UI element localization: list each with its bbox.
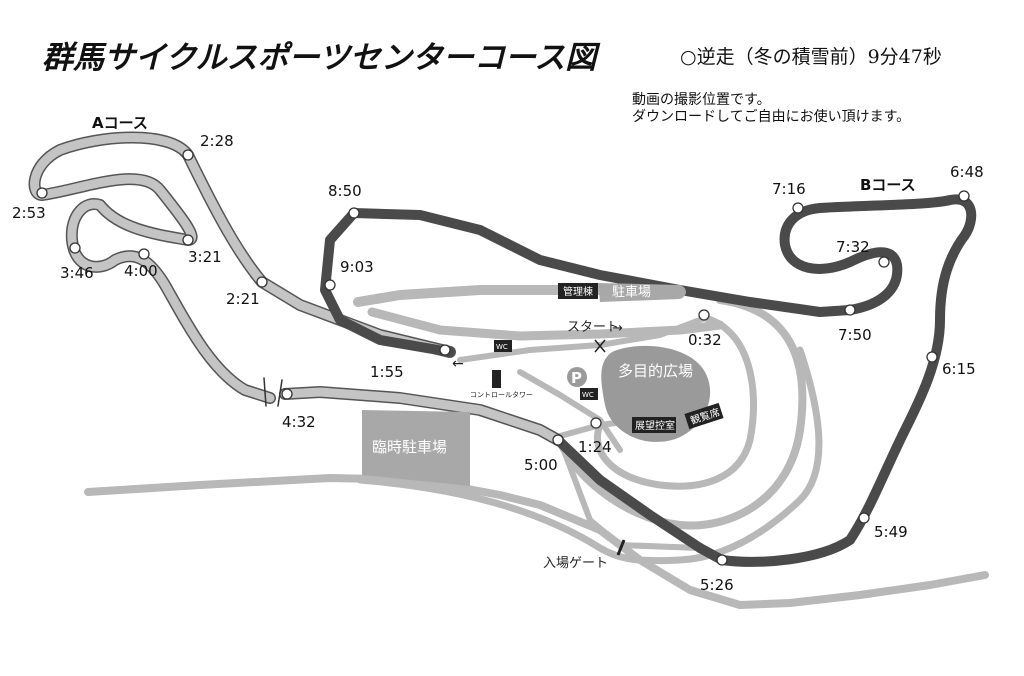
map-title: 群馬サイクルスポーツセンターコース図 — [42, 40, 597, 76]
outer-roads — [84, 285, 989, 609]
timestamp-0155: 1:55 — [370, 363, 404, 381]
temp-parking-label: 臨時駐車場 — [372, 438, 447, 456]
marker-0346 — [69, 242, 81, 254]
wc-box-1 — [494, 340, 512, 352]
a-course-return — [280, 387, 563, 445]
parking-mark: P — [571, 369, 582, 387]
observatory-label: 展望控室 — [635, 419, 675, 432]
marker-0526 — [716, 554, 728, 566]
management-box — [558, 283, 598, 299]
timestamp-labels: 0:32 1:24 1:55 2:21 2:28 2:53 3:21 3:46 … — [12, 132, 984, 594]
marker-0032 — [698, 309, 710, 321]
multipurpose-plaza — [601, 345, 711, 442]
wc-label-2: WC — [582, 391, 594, 399]
timestamp-0228: 2:28 — [200, 132, 234, 150]
timestamp-0221: 2:21 — [226, 290, 260, 308]
management-label: 管理棟 — [563, 285, 593, 298]
marker-0549 — [858, 512, 870, 524]
observatory-box — [632, 417, 676, 433]
timestamp-0321: 3:21 — [188, 248, 222, 266]
timestamp-0432: 4:32 — [282, 413, 316, 431]
marker-0750 — [844, 304, 856, 316]
marker-0615 — [926, 351, 938, 363]
marker-0228 — [182, 149, 194, 161]
control-tower-label: コントロールタワー — [470, 390, 533, 399]
timestamp-0903: 9:03 — [340, 258, 374, 276]
gate-road — [557, 437, 703, 551]
entrance-gate-mark — [616, 539, 626, 556]
a-course — [28, 131, 564, 446]
multipurpose-plaza-label: 多目的広場 — [618, 362, 693, 380]
a-course-track — [30, 133, 455, 403]
start-arrow: → — [612, 321, 623, 336]
facilities: 多目的広場 P 管理棟 駐車場 WC WC 展望控室 観覧席 臨時駐車場 コント… — [362, 283, 724, 571]
timestamp-0732: 7:32 — [836, 238, 870, 256]
parking-label: 駐車場 — [612, 285, 651, 300]
parking-mark-circle — [567, 367, 587, 387]
timestamp-0346: 3:46 — [60, 264, 94, 282]
timestamp-0549: 5:49 — [874, 523, 908, 541]
lower-road — [356, 346, 823, 565]
inner-loop — [594, 314, 758, 490]
connector-road — [517, 369, 623, 453]
timestamp-0400: 4:00 — [124, 262, 158, 280]
camera-markers — [36, 149, 970, 566]
a-course-label: Aコース — [92, 114, 148, 132]
timestamp-0615: 6:15 — [942, 360, 976, 378]
wc-label-1: WC — [496, 343, 508, 351]
temp-parking-area — [362, 410, 470, 486]
marker-0321 — [182, 234, 194, 246]
marker-0221 — [256, 276, 268, 288]
b-course-label: Bコース — [860, 176, 916, 194]
timestamp-0124: 1:24 — [578, 438, 612, 456]
download-note: 動画の撮影位置です。 ダウンロードしてご自由にお使い頂けます。 — [632, 92, 910, 126]
marker-0400 — [138, 248, 150, 260]
parking-area — [598, 283, 686, 302]
start-label: スタート — [567, 320, 619, 335]
timestamp-0850: 8:50 — [328, 182, 362, 200]
wc-box-2 — [580, 388, 598, 400]
marker-0500 — [552, 434, 564, 446]
direction-arrow: ← — [452, 356, 464, 372]
viewing-box — [684, 402, 724, 430]
marker-0253 — [36, 187, 48, 199]
entrance-gate-label: 入場ゲート — [543, 556, 608, 571]
marker-0155 — [439, 344, 451, 356]
start-line-mark — [594, 339, 606, 353]
timestamp-0032: 0:32 — [688, 331, 722, 349]
dark-segment-top — [320, 208, 855, 357]
timestamp-0716: 7:16 — [772, 180, 806, 198]
marker-0903 — [324, 279, 336, 291]
map-subtitle: ○逆走（冬の積雪前）9分47秒 — [680, 46, 942, 68]
timestamp-0253: 2:53 — [12, 204, 46, 222]
marker-0716 — [792, 202, 804, 214]
marker-0850 — [348, 207, 360, 219]
marker-0648 — [958, 190, 970, 202]
marker-0732 — [878, 256, 890, 268]
control-tower-icon — [492, 370, 501, 388]
timestamp-0500: 5:00 — [524, 456, 558, 474]
timestamp-0526: 5:26 — [700, 576, 734, 594]
note-line: ダウンロードしてご自由にお使い頂けます。 — [632, 109, 911, 125]
marker-0124 — [590, 417, 602, 429]
timestamp-0648: 6:48 — [950, 163, 984, 181]
marker-0432 — [281, 388, 293, 400]
a-course-gap-mark — [263, 377, 283, 407]
upper-road — [367, 307, 725, 341]
note-line: 動画の撮影位置です。 — [632, 92, 771, 108]
loop-road — [556, 296, 807, 530]
timestamp-0750: 7:50 — [838, 326, 872, 344]
dark-segment-main — [553, 435, 705, 553]
